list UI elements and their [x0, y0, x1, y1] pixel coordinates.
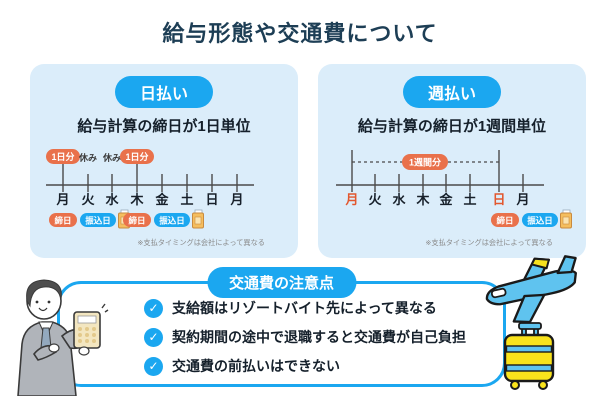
- day-label: 木: [415, 192, 430, 207]
- payment-timing-note: ※支払タイミングは会社によって異なる: [425, 238, 553, 247]
- day-label: 日: [492, 192, 505, 207]
- list-item: ✓ 契約期間の途中で退職すると交通費が自己負担: [144, 327, 466, 347]
- check-icon: ✓: [144, 327, 163, 347]
- payment-timing-note: ※支払タイミングは会社によって異なる: [137, 238, 265, 247]
- transfer-day-label: 振込日: [85, 216, 111, 226]
- day-label: 火: [81, 192, 95, 207]
- transfer-day-pill: [80, 213, 116, 227]
- notice-item-text: 交通費の前払いはできない: [172, 358, 340, 374]
- transfer-day-pill: [154, 213, 190, 227]
- closing-day-label: 締日: [496, 216, 513, 226]
- airplane-icon: [485, 255, 577, 324]
- check-icon: ✓: [144, 356, 163, 376]
- daily-pay-badge: 日払い: [114, 76, 213, 108]
- day-label: 月: [344, 192, 358, 207]
- day-label: 月: [515, 192, 529, 207]
- daily-pay-panel: 日払い 給与計算の締日が1日単位 1日分 休み 休み 1日分 月 火 水 木: [30, 64, 298, 258]
- transfer-day-label: 振込日: [527, 216, 553, 226]
- list-item: ✓ 支給額はリゾートバイト先によって異なる: [144, 298, 466, 318]
- closing-day-pill: [49, 213, 77, 227]
- closing-day-label: 締日: [54, 216, 71, 226]
- weekly-pay-badge: 週払い: [402, 76, 501, 108]
- notice-item-text: 契約期間の途中で退職すると交通費が自己負担: [172, 329, 466, 345]
- salary-envelope-icon: [192, 209, 204, 229]
- worker-calculator-illustration: [17, 279, 109, 396]
- transport-notice-badge: 交通費の注意点: [206, 267, 357, 298]
- day-label: 火: [368, 192, 382, 207]
- day-label: 日: [205, 192, 218, 207]
- transport-notice-box: 交通費の注意点 ✓ 支給額はリゾートバイト先によって異なる ✓ 契約期間の途中で…: [57, 267, 506, 387]
- pay-1day-pill: [120, 149, 154, 164]
- week-range-pill: [402, 154, 448, 170]
- day-label: 金: [438, 192, 453, 207]
- day-label: 土: [180, 192, 193, 207]
- day-label: 土: [463, 192, 476, 207]
- list-item: ✓ 交通費の前払いはできない: [144, 356, 466, 376]
- day-label: 木: [129, 192, 144, 207]
- daily-pay-subtitle: 給与計算の締日が1日単位: [77, 118, 251, 135]
- weekly-pay-timeline: 1週間分 月 火 水 木 金 土 日 月 締日 振込日 ※支払タイミングは会社に…: [336, 150, 572, 247]
- pay-1day-label: 1日分: [125, 151, 148, 162]
- weekly-pay-panel: 週払い 給与計算の締日が1週間単位 1週間分 月 火 水 木 金 土 日 月 締…: [318, 64, 586, 258]
- closing-day-pill: [123, 213, 151, 227]
- day-label: 水: [105, 192, 119, 207]
- notice-item-text: 支給額はリゾートバイト先によって異なる: [172, 300, 437, 316]
- pay-1day-label: 1日分: [51, 151, 74, 162]
- calculator-icon: [73, 303, 109, 349]
- transport-notice-list: ✓ 支給額はリゾートバイト先によって異なる ✓ 契約期間の途中で退職すると交通費…: [144, 298, 466, 376]
- transfer-day-label: 振込日: [159, 216, 185, 226]
- day-label: 金: [154, 192, 169, 207]
- weekly-pay-subtitle: 給与計算の締日が1週間単位: [357, 118, 547, 135]
- check-icon: ✓: [144, 298, 163, 318]
- transfer-day-pill: [522, 213, 558, 227]
- day-label: 水: [392, 192, 406, 207]
- pay-1day-pill: [46, 149, 80, 164]
- week-range-label: 1週間分: [409, 157, 441, 168]
- rest-day-label: 休み: [102, 152, 121, 163]
- closing-day-pill: [491, 213, 519, 227]
- salary-envelope-icon: [560, 209, 572, 229]
- closing-day-label: 締日: [128, 216, 145, 226]
- rest-day-label: 休み: [78, 152, 97, 163]
- day-label: 月: [229, 192, 243, 207]
- page-title: 給与形態や交通費について: [162, 21, 438, 46]
- day-label: 月: [55, 192, 69, 207]
- suitcase-icon: [503, 322, 555, 390]
- daily-pay-timeline: 1日分 休み 休み 1日分 月 火 水 木 金 土 日 月 締日 振込日: [46, 149, 265, 247]
